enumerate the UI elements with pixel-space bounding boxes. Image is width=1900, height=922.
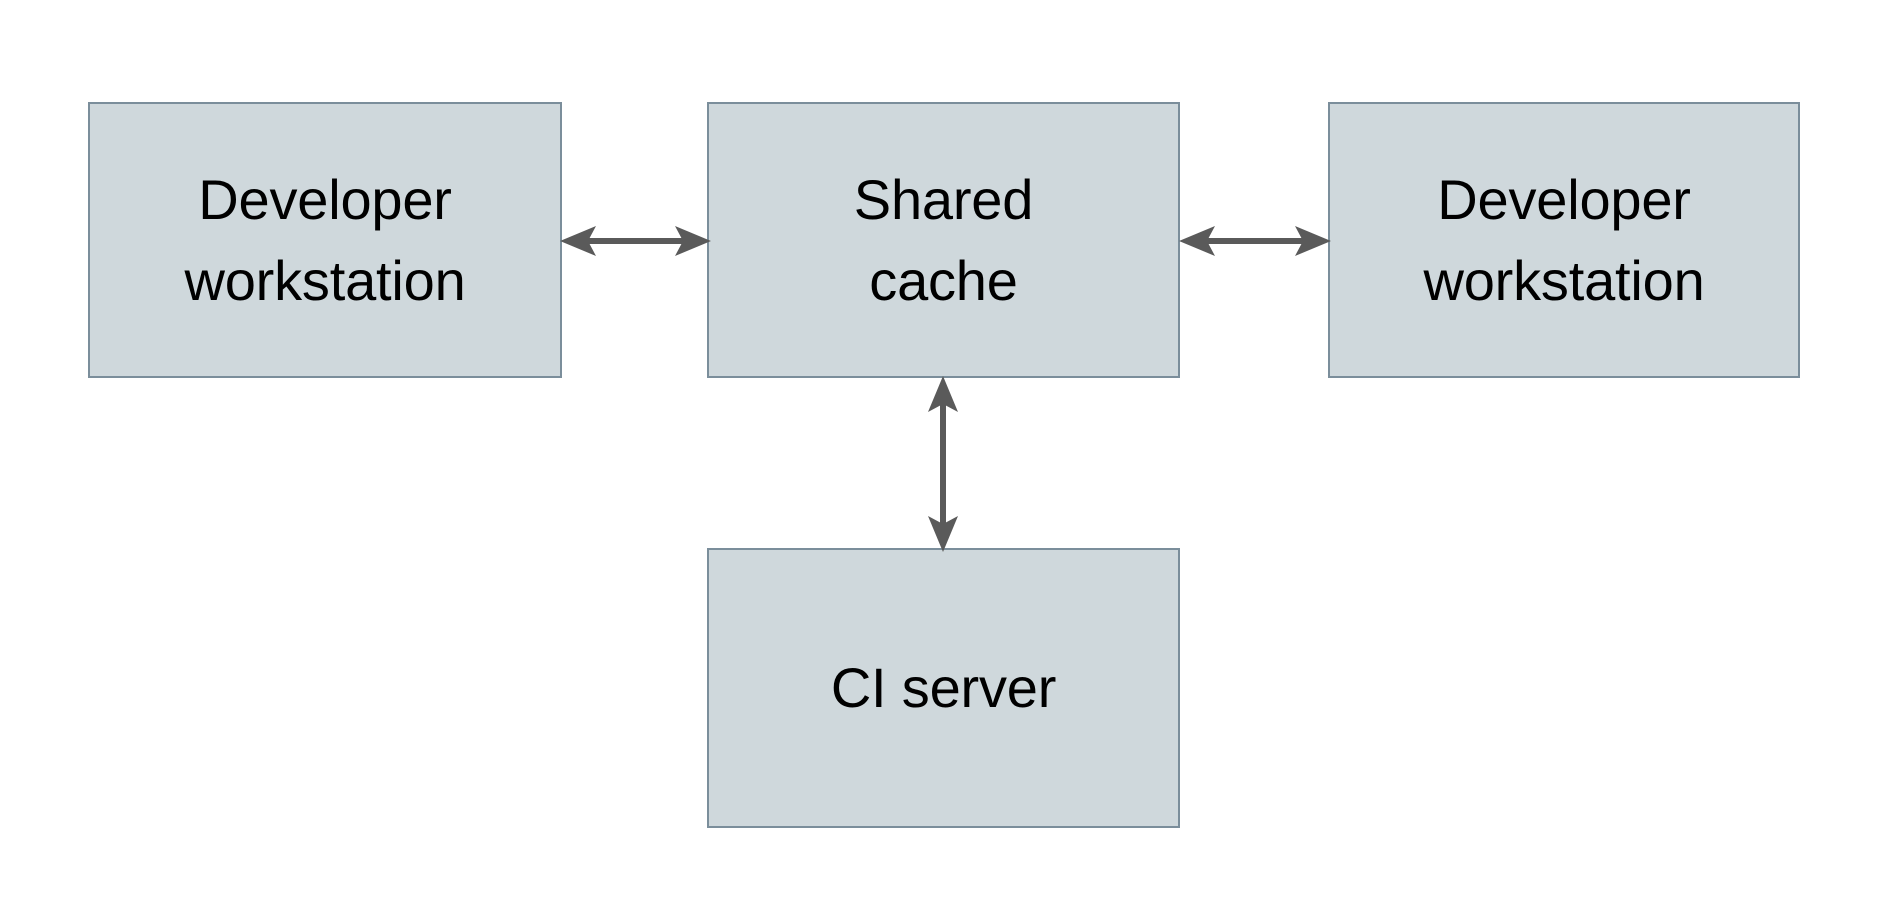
edge-shared-cache-to-developer-right-bidirectional-arrow-icon [1179, 226, 1331, 256]
node-label: Shared cache [853, 167, 1034, 312]
node-developer-workstation-right[interactable]: Developer workstation [1328, 102, 1800, 378]
node-ci-server[interactable]: CI server [707, 548, 1180, 828]
node-label: Developer workstation [1423, 167, 1705, 312]
node-developer-workstation-left[interactable]: Developer workstation [88, 102, 562, 378]
node-label: CI server [830, 656, 1057, 720]
node-label: Developer workstation [184, 167, 466, 312]
edge-shared-cache-to-ci-server-bidirectional-arrow-icon [928, 376, 958, 552]
node-shared-cache[interactable]: Shared cache [707, 102, 1180, 378]
edge-developer-left-to-shared-cache-bidirectional-arrow-icon [560, 226, 711, 256]
